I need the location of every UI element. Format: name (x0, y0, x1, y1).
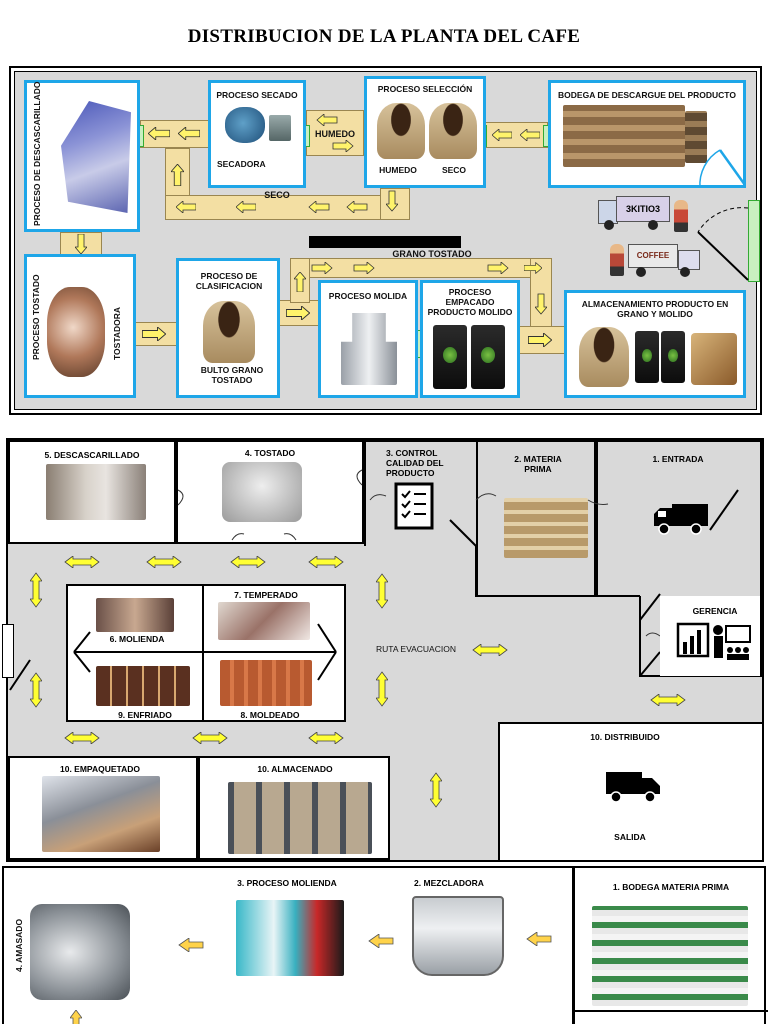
plan3-flow-arrows (70, 932, 552, 1024)
molino-machine-icon (236, 900, 344, 976)
sack-tostado-icon (203, 301, 255, 363)
box-tostado (24, 254, 136, 398)
label-almacenamiento: ALMACENAMIENTO PRODUCTO EN GRANO Y MOLID… (581, 299, 729, 319)
label-bodega: BODEGA DE DESCARGUE DEL PRODUCTO (558, 90, 736, 100)
label-p2-materia: 2. MATERIA PRIMA (514, 454, 562, 474)
label-p2-almacenado: 10. ALMACENADO (257, 764, 333, 774)
box-secado: PROCESO SECADO SECADORA (208, 80, 306, 188)
truck-icon (654, 504, 708, 535)
room-gerencia: GERENCIA (660, 596, 762, 676)
label-secado: PROCESO SECADO (216, 90, 298, 100)
box-almacenamiento: ALMACENAMIENTO PRODUCTO EN GRANO Y MOLID… (564, 290, 746, 398)
label-seleccion: PROCESO SELECCIÓN (377, 84, 473, 94)
room-tostado: 4. TOSTADO (176, 440, 364, 544)
label-humedo: HUMEDO (379, 165, 417, 175)
tostadora-machine-icon (222, 462, 302, 522)
temperado-image (218, 602, 310, 640)
plan3-bodega-wall (572, 866, 768, 1024)
label-p3-molienda: 3. PROCESO MOLIENDA (237, 878, 337, 888)
coffee-bag-icon (471, 325, 505, 389)
box-seleccion: PROCESO SELECCIÓN HUMEDO SECO (364, 76, 486, 188)
secadora-motor-icon (269, 115, 291, 141)
box-clasificacion: PROCESO DE CLASIFICACION BULTO GRANO TOS… (176, 258, 280, 398)
box-molida: PROCESO MOLIDA (318, 280, 418, 398)
almacenado-image (228, 782, 372, 854)
warehouse-sacks-image (563, 105, 685, 167)
tostadora-drum-icon (47, 287, 105, 377)
truck-label: 3KITIO3 (625, 204, 660, 214)
label-humedo-belt: HUMEDO (315, 129, 355, 139)
redaction-bar (309, 236, 461, 248)
label-ruta-evacuacion: RUTA EVACUACION (376, 644, 456, 654)
worker-icon (674, 200, 688, 232)
coffee-package-icon (691, 333, 737, 385)
belt-seco (165, 195, 410, 220)
label-seco: SECO (441, 165, 467, 175)
label-clasificacion: PROCESO DE CLASIFICACION (195, 271, 263, 291)
sack-seco-icon (429, 103, 477, 159)
label-empacado: PROCESO EMPACADO PRODUCTO MOLIDO (427, 287, 513, 317)
label-p2-descascarillado: 5. DESCASCARILLADO (44, 450, 140, 460)
label-bulto: BULTO GRANO TOSTADO (200, 365, 264, 385)
molienda-image (96, 598, 174, 632)
amasadora-machine-icon (30, 904, 130, 1000)
truck-icon (606, 772, 660, 803)
label-secadora: SECADORA (217, 159, 266, 169)
coffee-bag-icon (661, 331, 685, 383)
room-entrada: 1. ENTRADA (596, 440, 762, 596)
sack-almacen-icon (579, 327, 629, 387)
evacuation-arrows (30, 556, 686, 808)
label-p2-entrada: 1. ENTRADA (652, 454, 704, 464)
side-door (2, 624, 14, 678)
box-descascarillado (24, 80, 140, 232)
label-p2-distribuido: 10. DISTRIBUIDO (590, 732, 660, 742)
label-p2-temperado: 7. TEMPERADO (234, 590, 298, 600)
label-p2-molienda: 6. MOLIENDA (109, 634, 165, 644)
label-p3-mezcladora: 2. MEZCLADORA (414, 878, 484, 888)
production-flow-lines (73, 623, 337, 681)
bodega-door-swing (699, 149, 747, 189)
truck-icon: 3KITIO3 (598, 196, 672, 230)
descascarilladora-machine-icon (46, 464, 146, 520)
materia-prima-bags-image (592, 906, 748, 1006)
presentation-icon (676, 622, 751, 660)
warehouse-sacks-image (685, 111, 707, 163)
label-p2-empaquetado: 10. EMPAQUETADO (60, 764, 140, 774)
empaquetado-image (42, 776, 160, 852)
sacks-storage-image (504, 498, 588, 558)
box-empacado: PROCESO EMPACADO PRODUCTO MOLIDO (420, 280, 520, 398)
room-materia: 2. MATERIA PRIMA (476, 440, 596, 596)
checklist-icon (394, 482, 434, 530)
label-p2-tostado: 4. TOSTADO (244, 448, 296, 458)
coffee-bag-icon (433, 325, 467, 389)
room-distribuido: 10. DISTRIBUIDO SALIDA (498, 722, 762, 860)
label-p2-salida: SALIDA (614, 832, 646, 842)
page-title: DISTRIBUCION DE LA PLANTA DEL CAFE (187, 26, 581, 47)
secadora-machine-icon (225, 107, 265, 143)
label-molida: PROCESO MOLIDA (328, 291, 408, 301)
label-p2-gerencia: GERENCIA (692, 606, 738, 616)
label-seco-belt: SECO (264, 190, 290, 200)
entrance-door (697, 207, 749, 281)
label-p2-moldeado: 8. MOLDEADO (240, 710, 300, 720)
box-bodega: BODEGA DE DESCARGUE DEL PRODUCTO (548, 80, 746, 188)
sack-humedo-icon (377, 103, 425, 159)
room-empaquetado: 10. EMPAQUETADO (8, 756, 198, 860)
room-almacenado: 10. ALMACENADO (198, 756, 390, 860)
label-p3-bodega: 1. BODEGA MATERIA PRIMA (612, 882, 730, 892)
truck-icon: COFFEE (628, 244, 700, 278)
room-descascarillado: 5. DESCASCARILLADO (8, 440, 176, 544)
enfriado-image (96, 666, 190, 706)
label-p2-control: 3. CONTROL CALIDAD DEL PRODUCTO (386, 448, 444, 478)
coffee-bag-icon (635, 331, 659, 383)
mezcladora-machine-icon (412, 896, 504, 976)
door-marker (748, 200, 760, 282)
moldeado-image (220, 660, 312, 706)
truck-label: COFFEE (636, 251, 670, 260)
label-p2-enfriado: 9. ENFRIADO (118, 710, 172, 720)
worker-icon (610, 244, 624, 276)
label-grano-tostado: GRANO TOSTADO (392, 249, 472, 259)
